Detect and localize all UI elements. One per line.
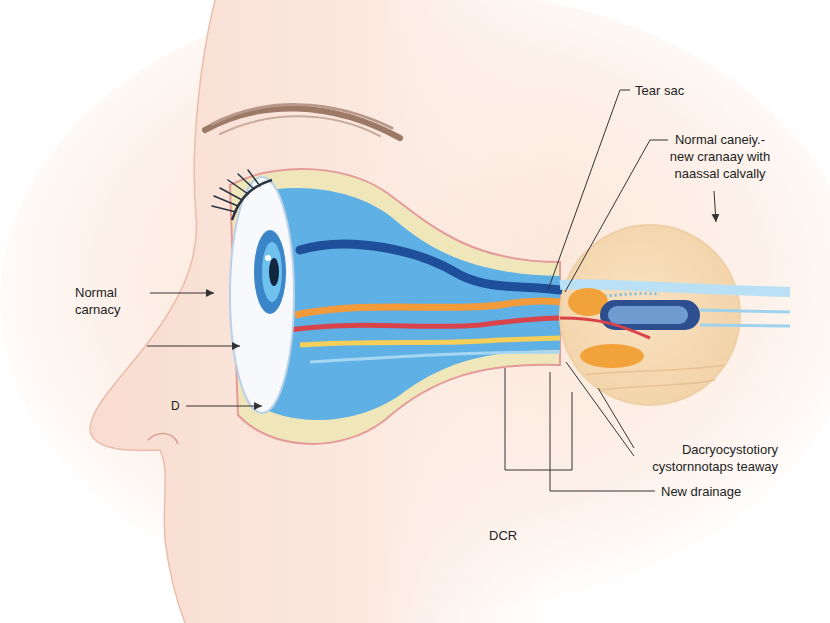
upper-eyelid bbox=[232, 180, 272, 220]
eyebrow-hair bbox=[220, 116, 380, 136]
part-label: Dacryocystotiory cystornnotaps teaway bbox=[638, 441, 778, 475]
duct-band bbox=[300, 244, 560, 290]
part-label: Normal caneiy.- new cranaay with naassal… bbox=[664, 131, 776, 182]
eyebrow bbox=[205, 108, 400, 138]
leader-arrow bbox=[714, 191, 716, 222]
iris-inner bbox=[262, 242, 282, 302]
leader-arrow bbox=[150, 293, 214, 294]
new-passage-lumen bbox=[608, 306, 688, 324]
leader-line bbox=[565, 140, 668, 292]
bracket-line bbox=[505, 368, 572, 470]
part-label: Normal carnacy bbox=[75, 284, 137, 318]
tissue-band bbox=[295, 301, 560, 315]
leader-line bbox=[566, 362, 634, 456]
part-label: New drainage bbox=[661, 483, 741, 500]
bone-texture bbox=[585, 365, 725, 390]
eye-highlight bbox=[265, 255, 271, 261]
part-label: Tear sac bbox=[635, 82, 684, 99]
pupil bbox=[269, 258, 279, 286]
leader-arrow bbox=[186, 406, 262, 407]
tissue-band bbox=[300, 338, 560, 345]
outer-sheath bbox=[230, 169, 560, 444]
part-label: D bbox=[171, 398, 180, 415]
eyelashes bbox=[212, 170, 260, 212]
figure-caption: DCR bbox=[489, 527, 517, 544]
leader-arrow bbox=[147, 346, 240, 347]
tear-sac-tissue bbox=[580, 344, 644, 368]
leader-line bbox=[598, 388, 634, 448]
nostril bbox=[148, 434, 178, 444]
mucosa-band bbox=[310, 352, 560, 362]
vessel-band bbox=[560, 318, 650, 338]
vessel-band bbox=[290, 318, 560, 330]
iris bbox=[254, 230, 286, 314]
leader-line bbox=[550, 372, 655, 491]
leader-line bbox=[548, 90, 630, 290]
face-skin bbox=[90, 0, 560, 623]
eyeball bbox=[230, 177, 294, 413]
nasal-band bbox=[700, 310, 790, 326]
